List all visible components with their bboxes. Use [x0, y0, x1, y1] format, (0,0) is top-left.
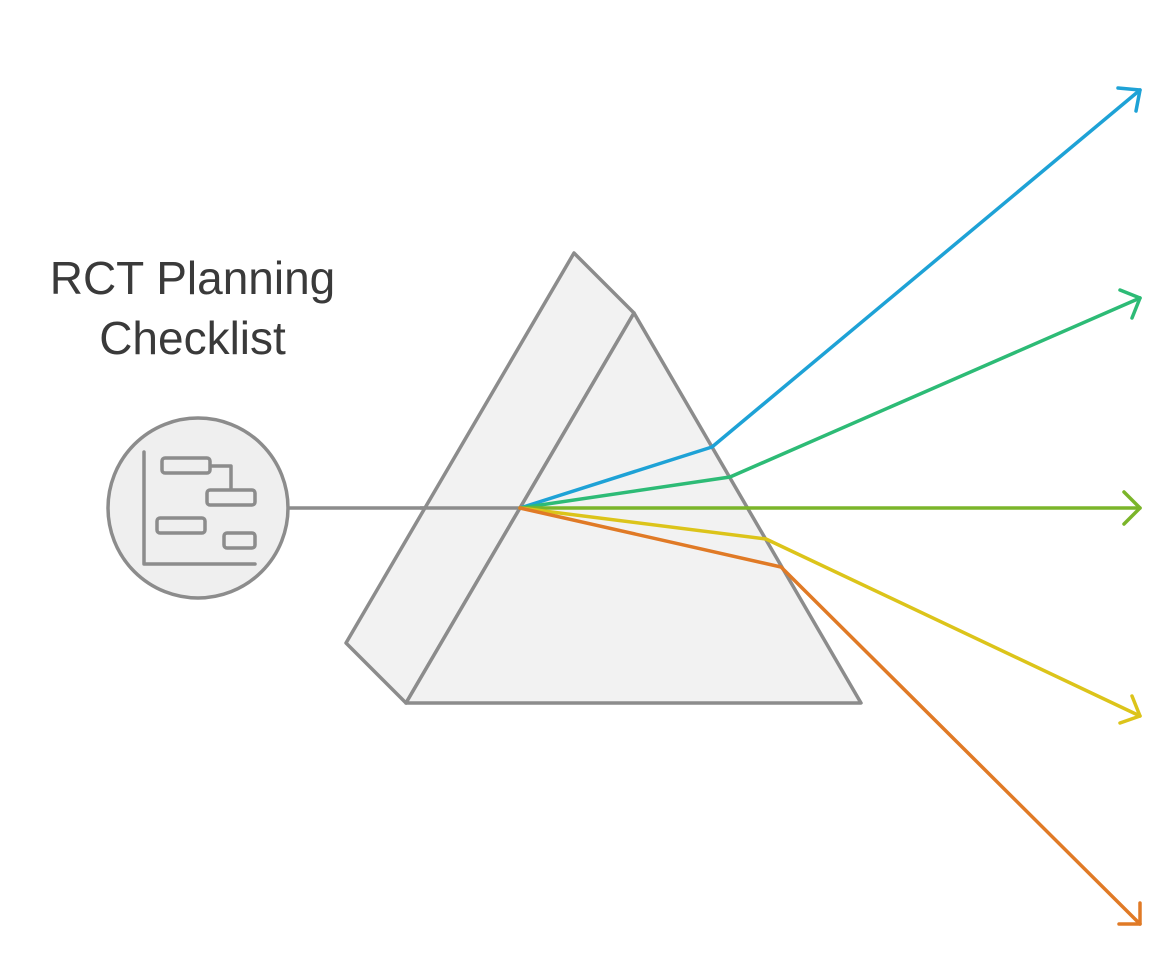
title-line-2: Checklist	[99, 312, 286, 364]
ray-orange	[518, 506, 1142, 926]
gantt-bar-4	[222, 531, 257, 550]
arrowhead-orange	[1117, 901, 1142, 926]
title-line-1: RCT Planning	[49, 252, 336, 304]
arrowhead-yellow	[1118, 694, 1142, 725]
ray-green	[518, 288, 1142, 510]
gantt-chart-icon	[106, 416, 290, 600]
gantt-axes	[142, 450, 257, 566]
ray-lime	[518, 490, 1142, 526]
arrowhead-blue	[1116, 86, 1142, 113]
arrowhead-lime	[1122, 490, 1142, 526]
ray-yellow	[518, 506, 1142, 725]
prism	[344, 251, 863, 705]
gantt-bar-3	[155, 516, 207, 535]
gantt-connector	[210, 464, 233, 490]
arrowhead-green	[1118, 288, 1142, 320]
icon-circle	[106, 416, 290, 600]
ray-blue	[518, 86, 1142, 510]
diagram-title: RCT Planning Checklist	[20, 248, 365, 368]
